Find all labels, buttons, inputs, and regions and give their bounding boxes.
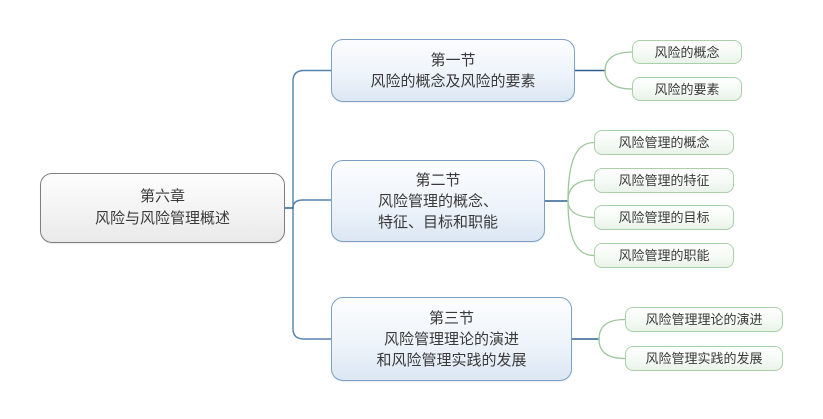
leaf-label: 风险管理理论的演进 bbox=[645, 312, 763, 327]
branch-node-section1[interactable]: 第一节 风险的概念及风险的要素 bbox=[331, 39, 575, 102]
branch1-line2: 风险的概念及风险的要素 bbox=[370, 72, 536, 90]
root-node-line2: 风险与风险管理概述 bbox=[94, 210, 230, 227]
leaf-label: 风险管理的目标 bbox=[618, 210, 710, 225]
leaf-label: 风险管理的特征 bbox=[618, 172, 710, 188]
leaf-node-risk-elements[interactable]: 风险的要素 bbox=[632, 77, 742, 101]
connector-branch1-leaf2 bbox=[604, 69, 633, 90]
root-node-chapter6[interactable]: 第六章 风险与风险管理概述 bbox=[40, 173, 285, 243]
branch1-line1: 第一节 bbox=[430, 51, 476, 69]
branch2-line1: 第二节 bbox=[415, 171, 461, 189]
leaf-label: 风险管理的概念 bbox=[618, 135, 710, 150]
connector-branch3-leaf2 bbox=[598, 338, 626, 360]
leaf-node-rm-theory-evolution[interactable]: 风险管理理论的演进 bbox=[625, 307, 783, 332]
connector-branch2-leaf1 bbox=[567, 141, 595, 202]
connector-root-bus bbox=[292, 69, 332, 340]
leaf-node-rm-functions[interactable]: 风险管理的职能 bbox=[594, 243, 734, 268]
branch3-line1: 第三节 bbox=[428, 309, 474, 327]
leaf-node-rm-goals[interactable]: 风险管理的目标 bbox=[594, 205, 734, 230]
leaf-label: 风险的概念 bbox=[654, 44, 720, 60]
connector-root-to-branch2 bbox=[292, 199, 332, 209]
connector-branch1-leaf1 bbox=[604, 51, 633, 72]
connector-branch2-leaf2 bbox=[567, 179, 595, 202]
branch3-line2: 风险管理理论的演进 bbox=[383, 330, 519, 348]
leaf-node-rm-concept[interactable]: 风险管理的概念 bbox=[594, 130, 734, 155]
branch2-line3: 特征、目标和职能 bbox=[377, 213, 498, 231]
connector-branch3-leaf1 bbox=[598, 318, 626, 340]
connector-branch2-leaf3 bbox=[567, 200, 595, 219]
leaf-label: 风险的要素 bbox=[654, 81, 720, 97]
branch3-line3: 和风险管理实践的发展 bbox=[376, 351, 527, 369]
branch-node-section2[interactable]: 第二节 风险管理的概念、 特征、目标和职能 bbox=[331, 160, 545, 242]
leaf-node-risk-concept[interactable]: 风险的概念 bbox=[632, 40, 742, 64]
root-node-line1: 第六章 bbox=[139, 188, 185, 205]
leaf-label: 风险管理的职能 bbox=[618, 248, 710, 263]
leaf-label: 风险管理实践的发展 bbox=[645, 351, 763, 366]
branch-node-section3[interactable]: 第三节 风险管理理论的演进 和风险管理实践的发展 bbox=[331, 297, 572, 381]
connector-branch2-leaf4 bbox=[567, 200, 595, 257]
leaf-node-rm-features[interactable]: 风险管理的特征 bbox=[594, 167, 734, 193]
leaf-node-rm-practice-development[interactable]: 风险管理实践的发展 bbox=[625, 346, 783, 371]
branch2-line2: 风险管理的概念、 bbox=[377, 192, 498, 210]
